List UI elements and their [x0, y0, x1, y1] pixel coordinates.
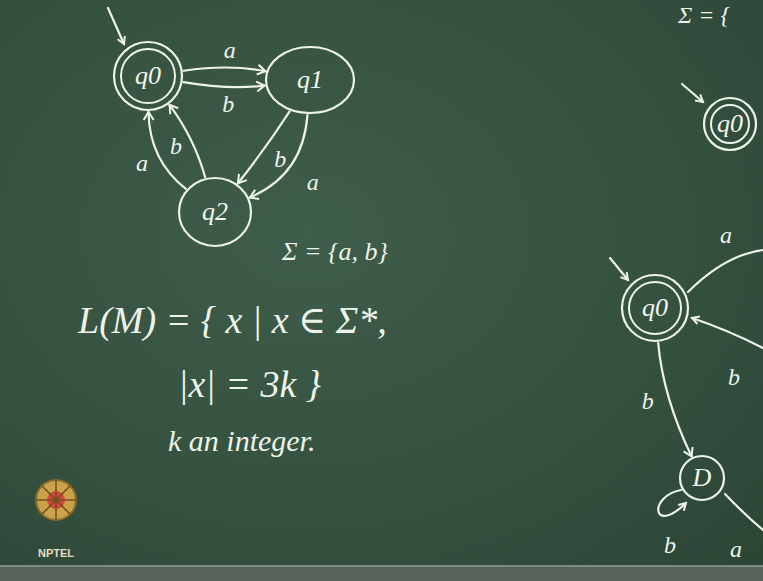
accept-ring — [629, 282, 681, 334]
chalk-note: k an integer. — [168, 424, 315, 457]
transition-arrow — [183, 82, 264, 87]
transition-symbol: a — [307, 169, 319, 195]
state-name: q2 — [202, 199, 228, 225]
transition-arrow — [658, 343, 691, 457]
chalk-symbol: a — [730, 536, 742, 562]
transition-symbol: b — [642, 388, 654, 414]
transition-arrow — [250, 115, 308, 198]
state-border — [179, 178, 251, 246]
self-loop — [658, 490, 686, 516]
accept-state: q0 — [620, 273, 690, 343]
state-name: q0 — [642, 295, 668, 321]
accept-state: q0 — [112, 40, 184, 112]
transition-symbol: b — [222, 91, 234, 117]
state-border — [266, 47, 354, 113]
chalk-note: L(M) = { x | x ∈ Σ*, — [78, 300, 387, 342]
start-arrow — [610, 258, 628, 280]
state-circle: q1 — [264, 45, 356, 115]
chalk-note: |x| = 3k } — [178, 364, 321, 406]
nptel-logo — [36, 480, 76, 520]
state-name: D — [693, 465, 712, 491]
accept-ring — [121, 49, 175, 103]
transition-symbol: b — [274, 146, 286, 172]
state-name: q0 — [135, 63, 161, 89]
start-arrow — [108, 8, 124, 44]
transition-arrow — [238, 111, 290, 183]
accept-ring — [711, 105, 749, 143]
accept-state: q0 — [702, 96, 758, 152]
state-border — [680, 456, 724, 500]
state-name: q1 — [297, 67, 323, 93]
chalk-symbol: b — [664, 532, 676, 558]
chalk-symbol: a — [720, 222, 732, 248]
transition-arrow — [184, 67, 266, 71]
transition-arrow — [170, 105, 206, 177]
transition-symbol: a — [224, 37, 236, 63]
board-edge — [0, 565, 763, 567]
state-name: q0 — [717, 111, 743, 137]
transition-arrow — [149, 112, 186, 189]
transition-symbol: b — [170, 133, 182, 159]
board-ledge — [0, 566, 763, 581]
state-border — [704, 98, 756, 150]
chalk-symbol: b — [728, 364, 740, 390]
state-circle: D — [678, 454, 726, 502]
transition-symbol: a — [136, 150, 148, 176]
state-border — [622, 275, 688, 341]
start-arrow — [682, 84, 703, 102]
chalk-symbol: Σ = { — [678, 2, 730, 28]
state-border — [114, 42, 182, 110]
transition-line — [692, 318, 763, 348]
state-circle: q2 — [177, 176, 253, 248]
transition-line — [688, 250, 763, 292]
chalk-note: Σ = {a, b} — [282, 238, 388, 267]
transition-line — [725, 494, 763, 530]
logo-text: NPTEL — [38, 547, 74, 559]
